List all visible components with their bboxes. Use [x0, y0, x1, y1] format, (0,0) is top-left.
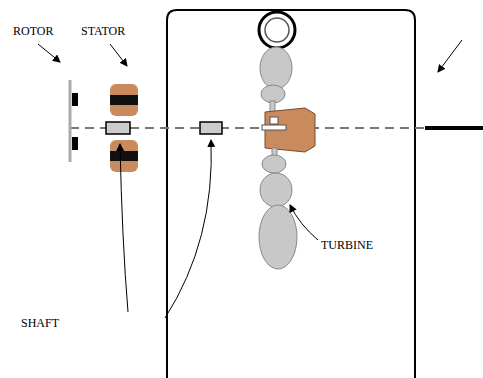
rotor-disc: [69, 80, 72, 162]
part-label: STATOR: [80, 24, 126, 38]
leader-arrow: [110, 44, 127, 66]
stator-core: [110, 151, 138, 161]
leader-arrow: [38, 44, 60, 62]
stator-core: [110, 95, 138, 105]
part-label: SHAFT: [20, 316, 60, 330]
rotor-magnet: [72, 93, 78, 106]
leader-arrow: [165, 140, 211, 318]
leader-arrow: [438, 40, 462, 72]
turbine-figure: [259, 12, 315, 269]
rotor-magnet: [72, 137, 78, 150]
output-shaft: [425, 126, 483, 130]
part-label: ROTOR: [12, 24, 54, 38]
shaft-coupling: [106, 122, 130, 134]
leader-arrow: [120, 144, 128, 312]
shaft-coupling: [200, 122, 222, 134]
leader-arrow: [290, 205, 318, 240]
stator-coil: [110, 84, 138, 116]
part-label: TURBINE: [320, 238, 374, 252]
stator-coil: [110, 140, 138, 172]
housing-outline: [167, 10, 415, 378]
